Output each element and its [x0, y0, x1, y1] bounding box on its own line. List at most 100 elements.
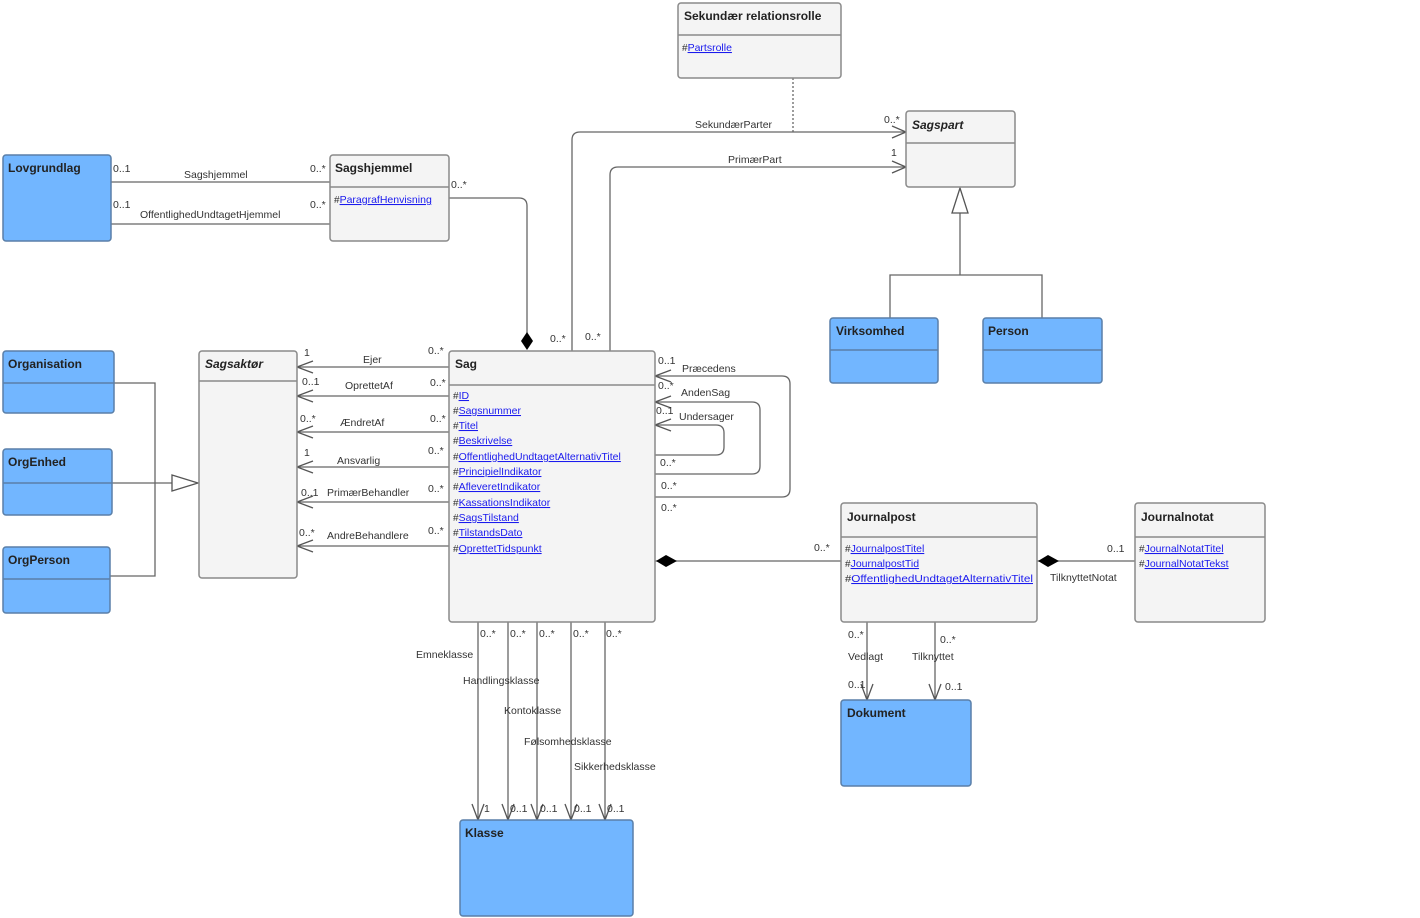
attribute-link[interactable]: OffentlighedUndtagetAlternativTitel	[851, 573, 1033, 585]
class-name: Person	[988, 324, 1029, 338]
multiplicity: 0..*	[585, 331, 601, 343]
attribute-link[interactable]: ID	[459, 390, 470, 402]
multiplicity: 0..*	[428, 345, 444, 357]
class-journalnotat[interactable]: Journalnotat #JournalNotatTitel #Journal…	[1134, 502, 1266, 623]
multiplicity: 0..*	[480, 628, 496, 640]
svg-text:#Sagsnummer: #Sagsnummer	[453, 405, 522, 417]
multiplicity: 0..*	[430, 377, 446, 389]
class-name: Lovgrundlag	[8, 161, 81, 175]
role-label: Præcedens	[682, 363, 736, 375]
generalization-sagsaktor	[110, 382, 172, 577]
svg-text:#OprettetTidspunkt: #OprettetTidspunkt	[453, 543, 542, 555]
role-label: Handlingsklasse	[463, 675, 540, 687]
attribute-link[interactable]: JournalNotatTekst	[1145, 558, 1229, 570]
multiplicity: 0..*	[606, 628, 622, 640]
multiplicity: 0..1	[1107, 543, 1125, 555]
class-name: Sag	[455, 357, 477, 371]
assoc-undersager[interactable]	[655, 424, 725, 456]
multiplicity: 0..1	[656, 405, 674, 417]
attribute-link[interactable]: Partsrolle	[688, 42, 733, 54]
role-label: ÆndretAf	[340, 417, 384, 429]
class-person[interactable]: Person	[982, 317, 1103, 384]
attribute-link[interactable]: KassationsIndikator	[459, 497, 551, 509]
composition-diamond	[521, 332, 533, 350]
assoc-sag-klasse[interactable]	[471, 622, 612, 822]
class-sekundaer-relationsrolle[interactable]: Sekundær relationsrolle #Partsrolle	[677, 2, 842, 79]
multiplicity: 0..*	[661, 480, 677, 492]
class-sagsaktor[interactable]: Sagsaktør	[198, 350, 298, 579]
class-klasse[interactable]: Klasse	[459, 819, 634, 917]
class-journalpost[interactable]: Journalpost #JournalpostTitel #Journalpo…	[840, 502, 1038, 623]
class-organisation[interactable]: Organisation	[2, 350, 115, 414]
multiplicity: 0..*	[940, 634, 956, 646]
svg-text:#TilstandsDato: #TilstandsDato	[453, 527, 523, 539]
class-name: Sagshjemmel	[335, 161, 412, 175]
multiplicity: 0..*	[451, 179, 467, 191]
class-orgenhed[interactable]: OrgEnhed	[2, 448, 113, 516]
class-lovgrundlag[interactable]: Lovgrundlag	[2, 154, 112, 242]
assoc-praecedens[interactable]	[655, 375, 791, 498]
role-label: Kontoklasse	[504, 705, 561, 717]
multiplicity: 0..*	[550, 333, 566, 345]
attribute-link[interactable]: ParagrafHenvisning	[340, 194, 432, 206]
class-orgperson[interactable]: OrgPerson	[2, 546, 111, 614]
attribute-link[interactable]: JournalpostTitel	[851, 543, 925, 555]
assoc-primaerpart[interactable]	[609, 166, 906, 351]
attribute-link[interactable]: AfleveretIndikator	[459, 481, 541, 493]
class-sag[interactable]: Sag #ID #Sagsnummer #Titel #Beskrivelse …	[448, 350, 656, 623]
role-label: Ejer	[363, 354, 382, 366]
multiplicity: 0..1	[302, 376, 320, 388]
class-virksomhed[interactable]: Virksomhed	[829, 317, 939, 384]
svg-text:#JournalNotatTekst: #JournalNotatTekst	[1139, 558, 1229, 570]
multiplicity: 0..*	[661, 502, 677, 514]
attribute-link[interactable]: OprettetTidspunkt	[459, 543, 542, 555]
class-name: Sagsaktør	[205, 357, 264, 371]
class-name: Journalpost	[847, 510, 916, 524]
role-label: PrimærBehandler	[327, 487, 410, 499]
multiplicity: 0..1	[658, 355, 676, 367]
svg-text:#JournalNotatTitel: #JournalNotatTitel	[1139, 543, 1224, 555]
attribute-link[interactable]: OffentlighedUndtagetAlternativTitel	[459, 451, 621, 463]
attribute-link[interactable]: SagsTilstand	[459, 512, 519, 524]
multiplicity: 0..*	[539, 628, 555, 640]
svg-text:#ID: #ID	[453, 390, 469, 402]
svg-text:#PrincipielIndikator: #PrincipielIndikator	[453, 466, 542, 478]
assoc-sekundaerparter[interactable]	[571, 131, 906, 351]
assoc-andensag[interactable]	[655, 401, 761, 475]
role-label: Ansvarlig	[337, 455, 380, 467]
attribute-link[interactable]: Beskrivelse	[459, 435, 513, 447]
role-label: SekundærParter	[695, 119, 773, 131]
class-dokument[interactable]: Dokument	[840, 699, 972, 787]
attribute-link[interactable]: JournalpostTid	[851, 558, 920, 570]
multiplicity: 0..1	[113, 163, 131, 175]
role-label: Følsomhedsklasse	[524, 736, 612, 748]
attribute-link[interactable]: TilstandsDato	[459, 527, 523, 539]
role-label: Undersager	[679, 411, 734, 423]
role-label: Tilknyttet	[912, 651, 954, 663]
class-name: Organisation	[8, 357, 82, 371]
multiplicity: 0..*	[848, 629, 864, 641]
svg-text:#Partsrolle: #Partsrolle	[682, 42, 732, 54]
class-sagshjemmel[interactable]: Sagshjemmel #ParagrafHenvisning	[329, 154, 450, 242]
role-label: PrimærPart	[728, 154, 782, 166]
role-label: OprettetAf	[345, 380, 393, 392]
attribute-list: #ID #Sagsnummer #Titel #Beskrivelse #Off…	[453, 390, 621, 555]
multiplicity: 0..*	[660, 457, 676, 469]
attribute-link[interactable]: PrincipielIndikator	[459, 466, 542, 478]
svg-text:#Titel: #Titel	[453, 420, 478, 432]
attribute-link[interactable]: JournalNotatTitel	[1145, 543, 1224, 555]
multiplicity: 0..*	[510, 628, 526, 640]
class-sagspart[interactable]: Sagspart	[905, 110, 1016, 188]
svg-text:#AfleveretIndikator: #AfleveretIndikator	[453, 481, 541, 493]
attribute-link[interactable]: Titel	[459, 420, 478, 432]
class-name: Dokument	[847, 706, 906, 720]
multiplicity: 0..1	[301, 487, 319, 499]
multiplicity: 0..1	[607, 803, 625, 815]
attribute-link[interactable]: Sagsnummer	[459, 405, 522, 417]
assoc-hjemmel-sag[interactable]	[449, 197, 528, 333]
generalization-arrow	[951, 185, 969, 214]
svg-text:#KassationsIndikator: #KassationsIndikator	[453, 497, 551, 509]
class-name: OrgPerson	[8, 553, 70, 567]
svg-text:#Beskrivelse: #Beskrivelse	[453, 435, 512, 447]
role-label: AndreBehandlere	[327, 530, 409, 542]
